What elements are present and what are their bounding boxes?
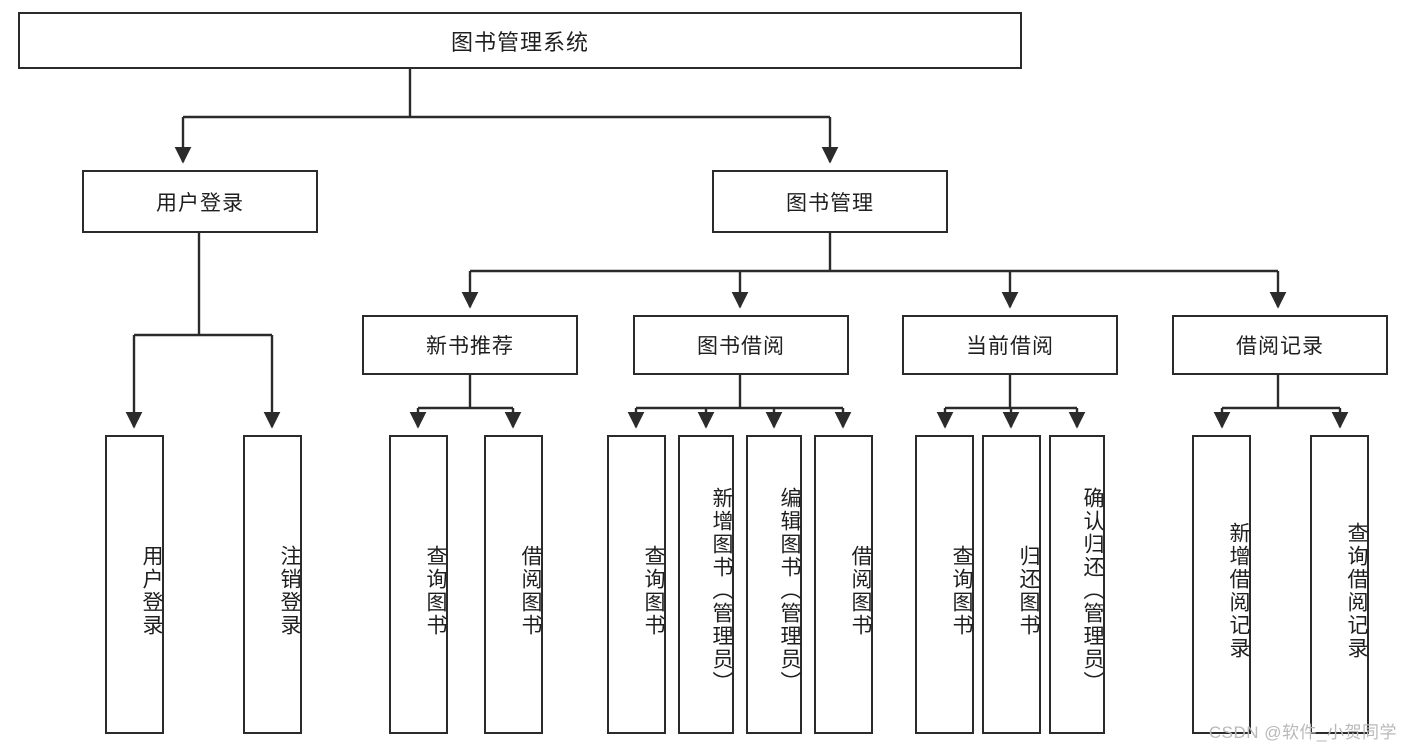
leaf-label: 借阅图书 bbox=[519, 544, 542, 637]
leaf-label: 归还图书 bbox=[1017, 544, 1040, 637]
node-new-book-recommend[interactable]: 新书推荐 bbox=[362, 315, 578, 375]
leaf-label: 用户登录 bbox=[140, 544, 163, 637]
node-borrow-record[interactable]: 借阅记录 bbox=[1172, 315, 1388, 375]
leaf-logout[interactable]: 注销登录 bbox=[243, 435, 302, 734]
node-book-management[interactable]: 图书管理 bbox=[712, 170, 948, 233]
leaf-borrow-book[interactable]: 借阅图书 bbox=[814, 435, 873, 734]
leaf-label: 查询图书 bbox=[424, 544, 447, 637]
node-current-borrow[interactable]: 当前借阅 bbox=[902, 315, 1118, 375]
leaf-borrow-book-recommend[interactable]: 借阅图书 bbox=[484, 435, 543, 734]
leaf-query-borrow-record[interactable]: 查询借阅记录 bbox=[1310, 435, 1369, 734]
leaf-user-login[interactable]: 用户登录 bbox=[105, 435, 164, 734]
leaf-label: 注销登录 bbox=[278, 544, 301, 637]
node-root[interactable]: 图书管理系统 bbox=[18, 12, 1022, 69]
leaf-label: 借阅图书 bbox=[849, 544, 872, 637]
node-book-borrow[interactable]: 图书借阅 bbox=[633, 315, 849, 375]
leaf-return-book[interactable]: 归还图书 bbox=[982, 435, 1041, 734]
leaf-label: 编辑图书（管理员） bbox=[778, 487, 801, 694]
leaf-query-book-recommend[interactable]: 查询图书 bbox=[389, 435, 448, 734]
watermark: CSDN @软件_小贺同学 bbox=[1208, 723, 1397, 742]
leaf-query-book-current[interactable]: 查询图书 bbox=[915, 435, 974, 734]
leaf-add-book-admin[interactable]: 新增图书（管理员） bbox=[678, 435, 734, 734]
leaf-add-borrow-record[interactable]: 新增借阅记录 bbox=[1192, 435, 1251, 734]
leaf-label: 新增图书（管理员） bbox=[710, 487, 733, 694]
node-user-login[interactable]: 用户登录 bbox=[82, 170, 318, 233]
leaf-edit-book-admin[interactable]: 编辑图书（管理员） bbox=[746, 435, 802, 734]
leaf-label: 查询图书 bbox=[642, 544, 665, 637]
leaf-label: 新增借阅记录 bbox=[1227, 521, 1250, 660]
leaf-label: 查询借阅记录 bbox=[1345, 521, 1368, 660]
leaf-label: 查询图书 bbox=[950, 544, 973, 637]
leaf-label: 确认归还（管理员） bbox=[1081, 487, 1104, 694]
leaf-query-book-borrow[interactable]: 查询图书 bbox=[607, 435, 666, 734]
leaf-confirm-return-admin[interactable]: 确认归还（管理员） bbox=[1049, 435, 1105, 734]
